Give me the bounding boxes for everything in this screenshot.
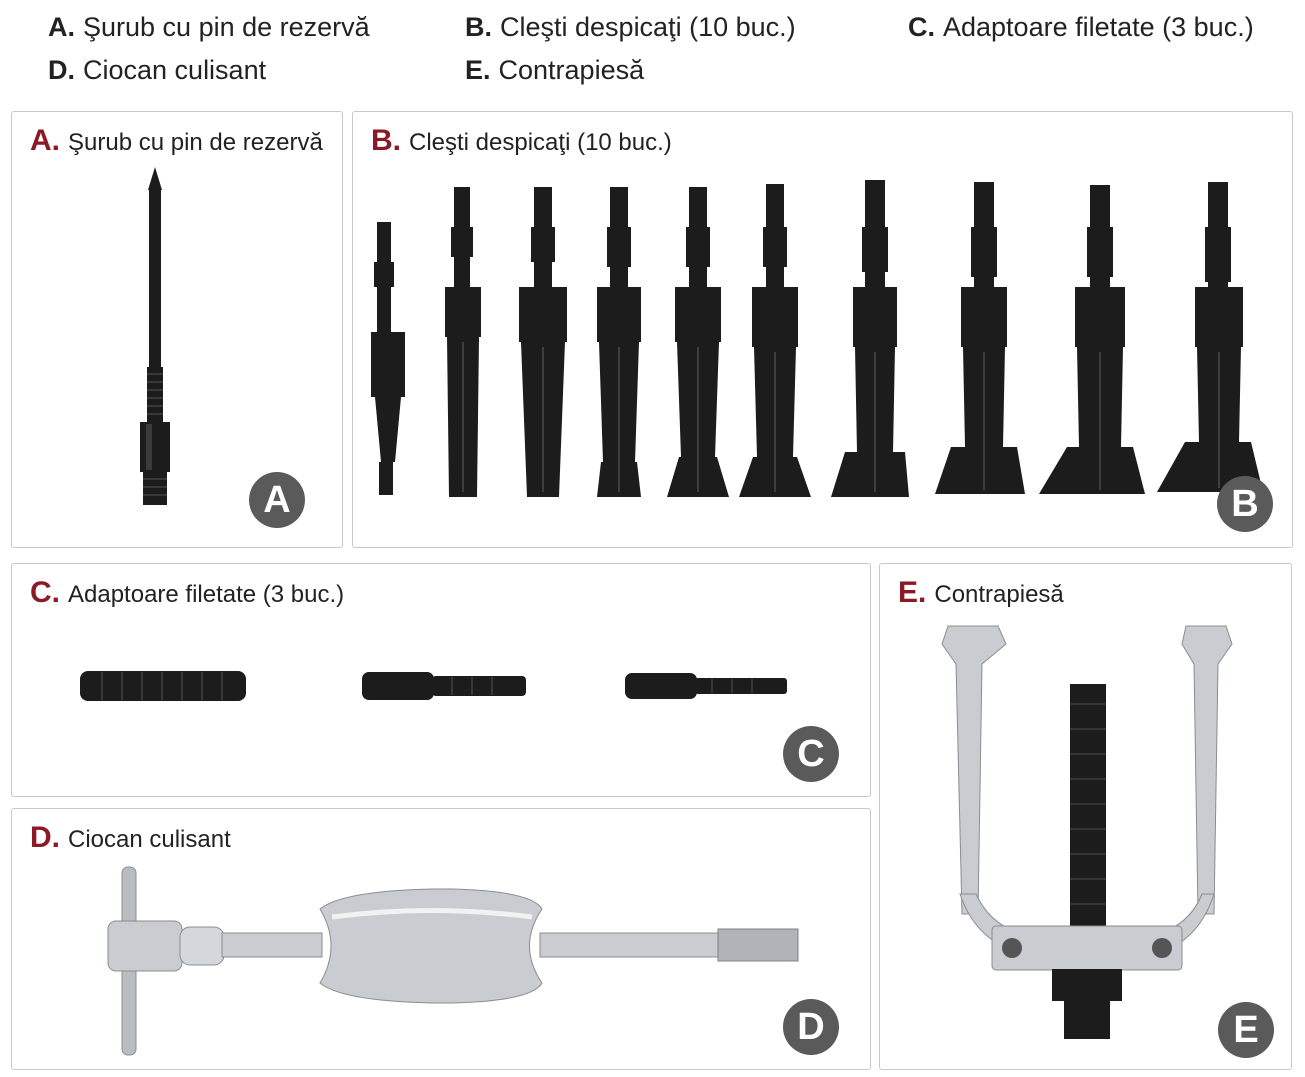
- legend-letter: E.: [465, 55, 491, 85]
- legend-letter: A.: [48, 12, 75, 42]
- legend-text: Şurub cu pin de rezervă: [83, 12, 370, 42]
- panel-b: B. Cleşti despicaţi (10 buc.): [352, 111, 1293, 548]
- panel-b-title: B. Cleşti despicaţi (10 buc.): [371, 124, 672, 158]
- badge-a: A: [249, 472, 305, 528]
- panel-a-title: A. Şurub cu pin de rezervă: [30, 124, 323, 158]
- legend-letter: C.: [908, 12, 935, 42]
- panel-title-text: Contrapiesă: [934, 581, 1064, 608]
- legend-text: Cleşti despicaţi (10 buc.): [500, 12, 796, 42]
- badge-d: D: [783, 999, 839, 1055]
- panel-d: D. Ciocan culisant D: [11, 808, 871, 1070]
- panel-a: A. Şurub cu pin de rezervă A: [11, 111, 343, 548]
- panel-e-title: E. Contrapiesă: [898, 576, 1064, 610]
- badge-e: E: [1218, 1002, 1274, 1058]
- panel-letter: C.: [30, 576, 60, 609]
- panel-title-text: Ciocan culisant: [68, 826, 231, 853]
- legend-item-c: C. Adaptoare filetate (3 buc.): [908, 12, 1254, 43]
- legend-text: Ciocan culisant: [83, 55, 267, 85]
- legend-text: Adaptoare filetate (3 buc.): [943, 12, 1254, 42]
- split-collets-image: [371, 180, 1263, 497]
- panel-letter: E.: [898, 576, 927, 609]
- legend-letter: D.: [48, 55, 75, 85]
- counter-support-image: [941, 625, 1233, 1039]
- panel-title-text: Şurub cu pin de rezervă: [68, 129, 323, 156]
- panel-letter: D.: [30, 821, 60, 854]
- panel-title-text: Adaptoare filetate (3 buc.): [68, 581, 345, 608]
- badge-c: C: [783, 726, 839, 782]
- legend-item-a: A. Şurub cu pin de rezervă: [48, 12, 370, 43]
- legend-item-d: D. Ciocan culisant: [48, 55, 266, 86]
- spare-pin-bolt-image: [140, 167, 170, 505]
- panel-c: C. Adaptoare filetate (3 buc.) C: [11, 563, 871, 797]
- slide-hammer-image: [107, 866, 799, 1056]
- panel-c-title: C. Adaptoare filetate (3 buc.): [30, 576, 344, 610]
- panel-title-text: Cleşti despicaţi (10 buc.): [409, 129, 672, 156]
- legend-item-b: B. Cleşti despicaţi (10 buc.): [465, 12, 796, 43]
- legend-letter: B.: [465, 12, 492, 42]
- panel-letter: B.: [371, 124, 401, 157]
- threaded-adapters-image: [80, 671, 787, 701]
- panel-e: E. Contrapiesă E: [879, 563, 1292, 1070]
- panel-letter: A.: [30, 124, 60, 157]
- badge-b: B: [1217, 476, 1273, 532]
- panel-d-title: D. Ciocan culisant: [30, 821, 231, 855]
- legend-text: Contrapiesă: [498, 55, 645, 85]
- legend-item-e: E.Contrapiesă: [465, 55, 644, 86]
